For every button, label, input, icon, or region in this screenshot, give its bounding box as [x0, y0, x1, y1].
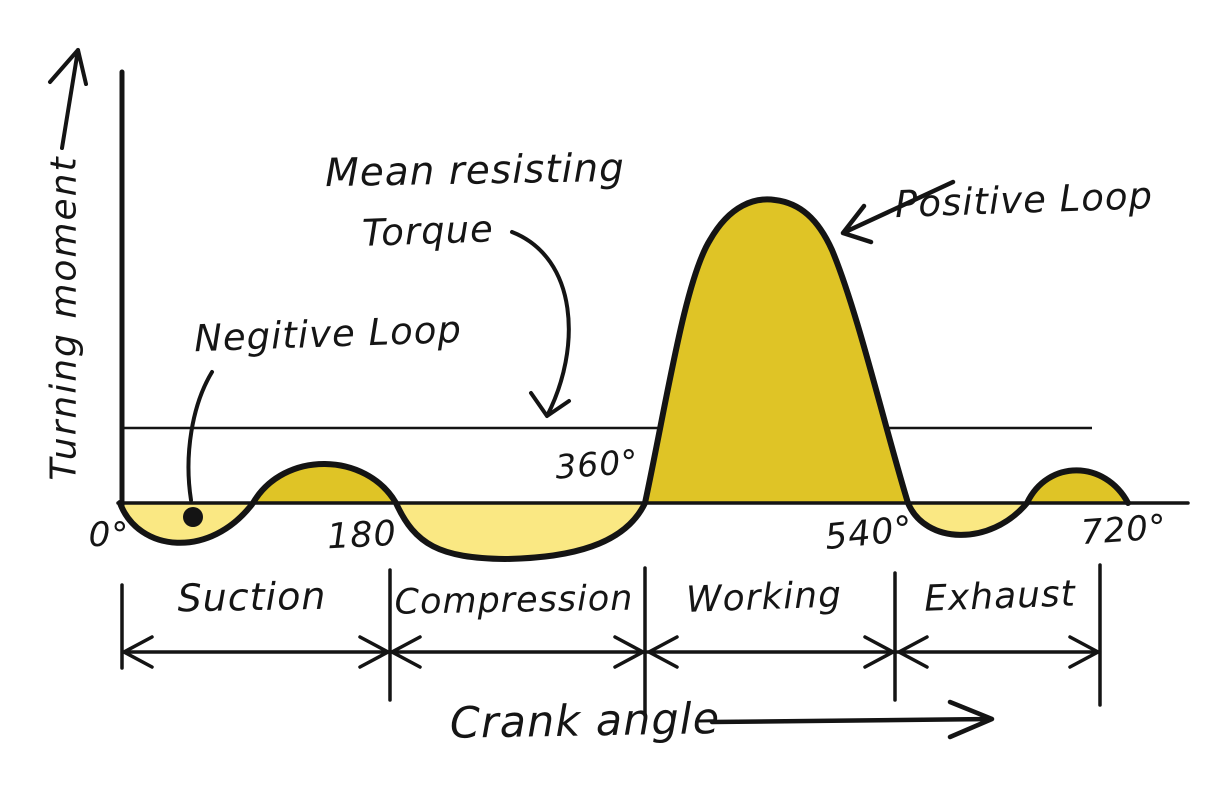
mean-torque-label-line2: Torque: [361, 207, 495, 255]
phase-label-compression: Compression: [394, 578, 634, 623]
x-tick-720: 720°: [1079, 507, 1169, 554]
positive-loop-label: Positive Loop: [894, 174, 1154, 227]
negative-loop-fill-exhaust: [908, 503, 1027, 535]
mean-torque-arrow-icon: [510, 230, 571, 418]
turning-moment-curve: [117, 196, 1131, 562]
x-tick-0: 0°: [88, 515, 130, 556]
x-tick-540: 540°: [822, 509, 915, 559]
crank-angle-arrow-icon: [709, 699, 995, 740]
x-axis-label: Crank angle: [449, 694, 721, 749]
negative-loop-pointer-line: [186, 370, 214, 502]
phase-label-working: Working: [685, 574, 843, 621]
phase-dimension-line: [120, 563, 1102, 717]
negative-loop-label: Negitive Loop: [193, 307, 463, 361]
positive-loop-arrow-icon: [840, 179, 956, 245]
positive-loop-fill-suction-end: [253, 463, 396, 503]
y-axis-arrow-icon: [48, 48, 88, 150]
negative-loop-fill-compression: [396, 503, 645, 559]
mean-torque-label-line1: Mean resisting: [324, 145, 626, 197]
negative-loop-dot: [183, 507, 203, 527]
phase-label-exhaust: Exhaust: [923, 573, 1077, 620]
positive-loop-fill-working: [645, 199, 908, 503]
x-tick-360: 360°: [553, 441, 640, 487]
y-axis-label: Turning moment: [43, 155, 85, 481]
x-tick-180: 180: [326, 513, 398, 558]
phase-label-suction: Suction: [177, 573, 327, 621]
